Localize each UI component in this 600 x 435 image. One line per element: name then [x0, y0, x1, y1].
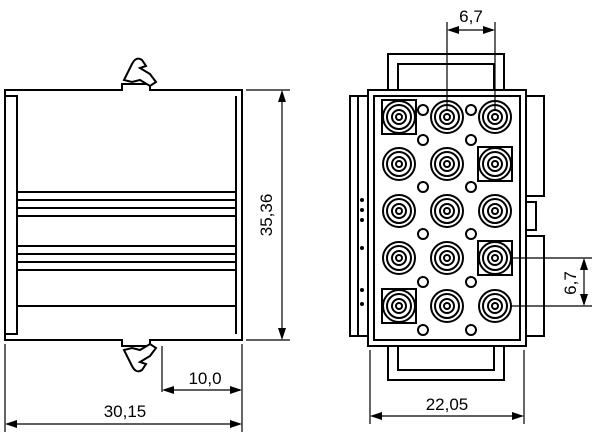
dim-front-width: 22,05 — [369, 350, 525, 424]
contact-cavity — [382, 194, 416, 228]
dim-top-pitch-label: 6,7 — [459, 7, 483, 26]
coding-hole — [465, 104, 477, 116]
front-rail-marks — [360, 198, 364, 306]
front-right-rail — [526, 95, 545, 197]
coding-hole — [417, 134, 429, 146]
contact-cavity — [382, 241, 416, 275]
front-latch-top — [387, 53, 505, 90]
side-view — [4, 57, 243, 373]
coding-hole — [417, 324, 429, 336]
dim-side-height-label: 35,36 — [257, 194, 276, 237]
dim-side-width-label: 30,15 — [104, 402, 147, 421]
coding-hole — [465, 228, 477, 240]
contact-cavity — [477, 146, 513, 182]
coding-holes — [417, 104, 477, 336]
coding-hole — [417, 228, 429, 240]
coding-hole — [465, 324, 477, 336]
coding-hole — [465, 276, 477, 288]
contact-cavity — [430, 147, 464, 181]
dim-slot-width-label: 10,0 — [188, 369, 221, 388]
dim-slot-width: 10,0 — [161, 344, 243, 432]
coding-hole — [465, 181, 477, 193]
latch-top — [122, 57, 158, 88]
dim-front-width-label: 22,05 — [426, 395, 469, 414]
contact-cavity — [430, 289, 464, 323]
dim-side-height: 35,36 — [246, 89, 290, 341]
front-view — [349, 53, 545, 381]
side-view-flange — [4, 95, 18, 335]
contact-cavity — [430, 100, 464, 134]
side-view-body — [4, 83, 243, 347]
dim-right-pitch: 6,7 — [510, 257, 592, 307]
front-latch-bottom — [387, 346, 505, 381]
contact-cavity — [381, 99, 417, 135]
contact-cavity — [478, 194, 512, 228]
contact-grid — [381, 99, 513, 324]
contact-cavity — [430, 194, 464, 228]
side-view-ribs — [17, 191, 236, 307]
contact-cavity — [382, 147, 416, 181]
dim-right-pitch-label: 6,7 — [561, 271, 580, 295]
coding-hole — [465, 134, 477, 146]
dim-top-pitch: 6,7 — [446, 7, 496, 110]
contact-cavity — [477, 240, 513, 276]
latch-bottom — [122, 342, 158, 373]
contact-cavity — [430, 241, 464, 275]
contact-cavity — [381, 288, 417, 324]
front-housing — [367, 89, 527, 347]
contact-cavity — [478, 289, 512, 323]
dim-side-width: 30,15 — [4, 344, 242, 432]
coding-hole — [417, 276, 429, 288]
coding-hole — [417, 181, 429, 193]
coding-hole — [417, 104, 429, 116]
